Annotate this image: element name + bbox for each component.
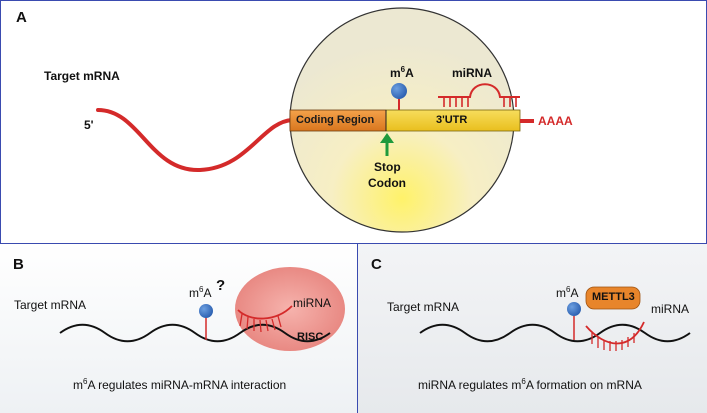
mirna-label-b: miRNA: [293, 296, 331, 310]
panel-c-background: [357, 243, 707, 413]
m6a-balloon-c: [567, 302, 581, 316]
target-mrna-label-b: Target mRNA: [14, 298, 87, 312]
panel-c-caption: miRNA regulates m6A formation on mRNA: [418, 377, 642, 392]
panel-a-label: A: [16, 9, 27, 26]
polya-label: AAAA: [538, 114, 573, 128]
utr-label: 3'UTR: [436, 114, 468, 126]
target-mrna-label-c: Target mRNA: [387, 300, 460, 314]
target-mrna-wave-b: [59, 323, 331, 343]
risc-label: RISC: [297, 331, 324, 343]
m6a-balloon-b: [199, 304, 213, 318]
mirna-pairing-ticks-c: [591, 333, 635, 351]
target-mrna-strand-a: [96, 108, 294, 173]
coding-region-label: Coding Region: [296, 114, 375, 126]
question-mark: ?: [216, 277, 226, 294]
stop-label-line1: Stop: [374, 160, 401, 174]
m6a-label-a: m6A: [390, 65, 414, 80]
mirna-strand-a: [438, 83, 520, 98]
mirna-strand-c: [585, 321, 645, 345]
panel-c-label: C: [371, 256, 382, 273]
mettl3-badge: [585, 286, 641, 310]
mirna-label-c: miRNA: [651, 302, 689, 316]
stop-label-line2: Codon: [368, 176, 406, 190]
mirna-pairing-ticks-b: [239, 313, 282, 333]
target-mrna-wave-c: [419, 323, 691, 343]
mirna-label-a: miRNA: [452, 66, 493, 80]
m6a-label-c: m6A: [556, 285, 579, 300]
mettl3-label: METTL3: [592, 291, 635, 303]
m6a-balloon-a: [391, 83, 407, 99]
mirna-pairing-ticks-a: [443, 97, 517, 107]
panel-divider: [0, 243, 707, 244]
mirna-strand-b: [237, 305, 293, 320]
stop-codon-arrow-head: [380, 133, 394, 143]
target-mrna-label-a: Target mRNA: [44, 69, 120, 83]
five-prime-label: 5': [84, 118, 94, 132]
panel-b-caption: m6A regulates miRNA-mRNA interaction: [73, 377, 287, 392]
panel-b-label: B: [13, 256, 24, 273]
m6a-label-b: m6A: [189, 285, 212, 300]
